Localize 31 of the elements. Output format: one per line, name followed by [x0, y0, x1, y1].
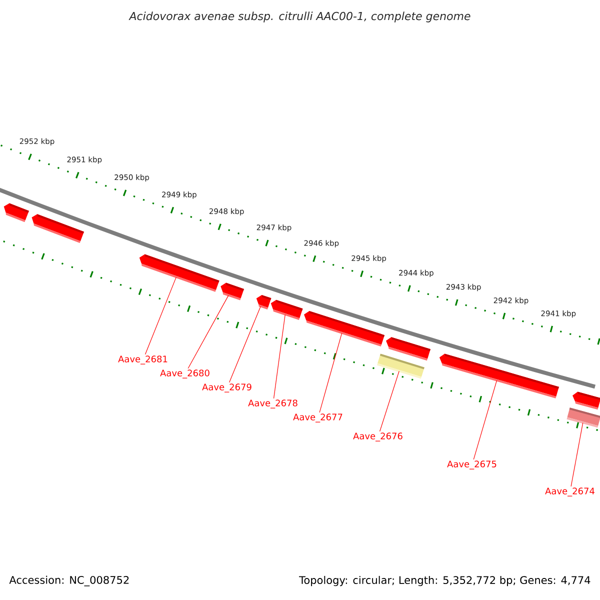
gene-label: Aave_2675 [447, 460, 496, 470]
accession-text: Accession: NC_008752 [9, 576, 129, 586]
gene-label: Aave_2681 [118, 356, 168, 364]
gene-label: Aave_2676 [353, 432, 402, 442]
genome-info-text: Topology: circular; Length: 5,352,772 bp; Genes: 4,774 [299, 576, 590, 586]
leader-line [229, 306, 261, 383]
gene-block [32, 214, 84, 244]
gene-block [376, 354, 424, 379]
leader-line [570, 422, 584, 487]
leader-line [319, 332, 342, 413]
gene-block [256, 294, 272, 310]
leader-line [188, 295, 229, 369]
gene-block [4, 203, 29, 222]
gene-label: Aave_2674 [545, 488, 594, 496]
leader-line [380, 370, 400, 432]
gene-label: Aave_2677 [293, 414, 342, 422]
gene-block [439, 354, 559, 398]
gene-label: Aave_2680 [160, 370, 210, 378]
page-title: Acidovorax avenae subsp. citrulli AAC00-1, complete genome [128, 12, 470, 22]
gene-block [220, 282, 244, 300]
gene-block [139, 254, 220, 292]
gene-label: Aave_2679 [202, 384, 252, 392]
leader-line [144, 276, 176, 355]
gene-block [386, 337, 430, 361]
gene-label: Aave_2678 [248, 400, 298, 408]
leader-line [273, 314, 286, 399]
gene-block [304, 310, 385, 347]
gene-block [270, 300, 303, 320]
leader-line [473, 380, 498, 460]
gene-block [572, 392, 600, 410]
gene-block [566, 408, 600, 428]
